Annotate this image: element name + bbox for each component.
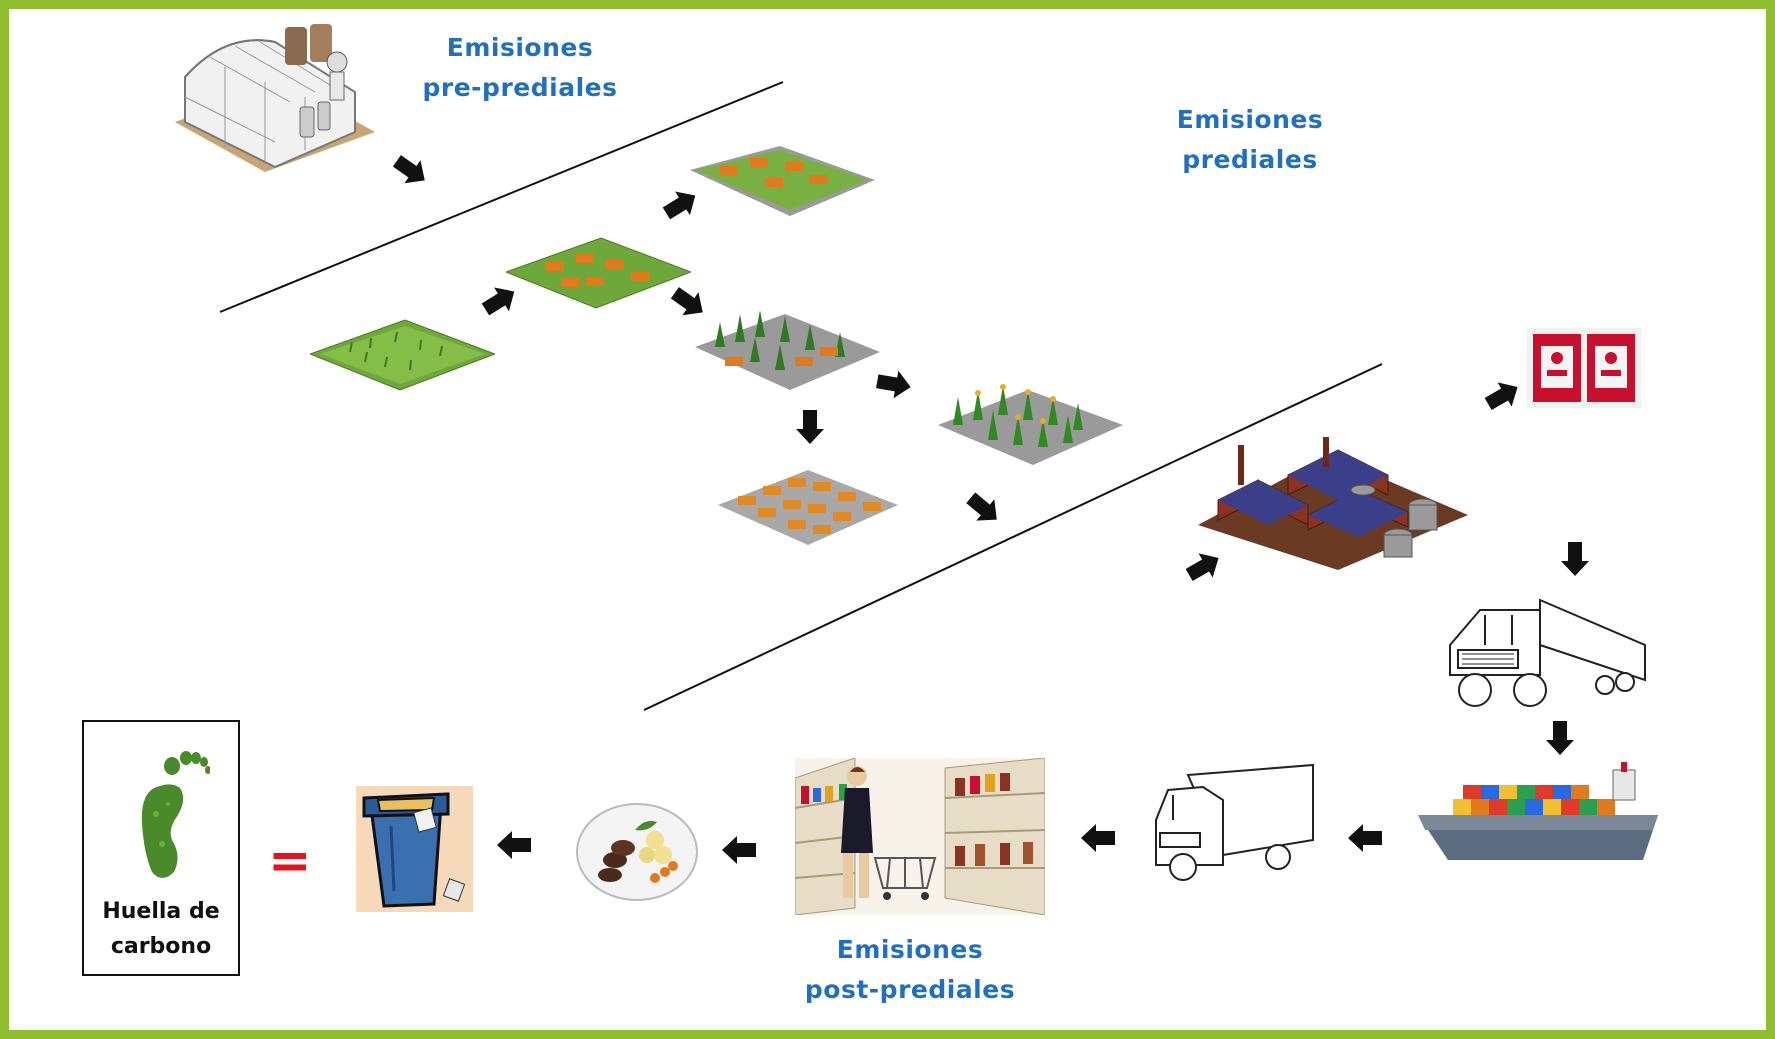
- pre-predial-divider-line: [219, 81, 784, 313]
- predial-label-line1: Emisiones: [1176, 105, 1324, 134]
- post-predial-label-line2: post-prediales: [804, 975, 1016, 1004]
- post-predial-label-line1: Emisiones: [836, 935, 984, 964]
- cattle-corn-field-icon: [695, 310, 880, 390]
- greenhouse-icon: [175, 24, 375, 172]
- arrow-icon: [388, 149, 433, 192]
- carbon-footprint-box: Huella de carbono: [82, 720, 240, 976]
- pre-predial-label-line2: pre-prediales: [422, 73, 618, 102]
- arrow-icon: [1481, 374, 1525, 417]
- arrow-icon: [722, 836, 756, 864]
- grazing-cattle-icon: [506, 237, 691, 309]
- predial-label: Emisiones prediales: [1130, 100, 1370, 180]
- carbon-footprint-label: Huella de carbono: [84, 894, 238, 964]
- arrow-icon: [796, 410, 824, 444]
- carbon-footprint-label-line1: Huella de: [102, 899, 220, 924]
- milk-carton-icon: [1527, 328, 1641, 408]
- carbon-footprint-label-line2: carbono: [110, 934, 212, 959]
- arrow-icon: [1561, 542, 1589, 576]
- post-predial-divider-line: [643, 363, 1383, 711]
- food-plate-icon: [576, 803, 698, 901]
- arrow-icon: [1546, 721, 1574, 755]
- pre-predial-label: Emisiones pre-prediales: [400, 28, 640, 108]
- corn-field-icon: [938, 384, 1123, 465]
- arrow-icon: [961, 486, 1006, 531]
- semi-truck-icon: [1449, 598, 1646, 707]
- cargo-ship-icon: [1418, 762, 1658, 860]
- arrow-icon: [1348, 824, 1382, 852]
- arrow-icon: [1081, 824, 1115, 852]
- post-predial-label: Emisiones post-prediales: [785, 930, 1035, 1010]
- predial-label-line2: prediales: [1182, 145, 1318, 174]
- feedlot-icon: [718, 470, 898, 545]
- supermarket-icon: [795, 758, 1045, 915]
- arrow-icon: [497, 831, 531, 859]
- arrow-icon: [874, 367, 914, 401]
- cattle-pasture-icon: [690, 146, 875, 216]
- equals-sign: =: [268, 831, 312, 891]
- delivery-truck-icon: [1155, 763, 1314, 881]
- factory-icon: [1198, 437, 1468, 570]
- pre-predial-label-line1: Emisiones: [446, 33, 594, 62]
- footprint-icon: [141, 751, 210, 878]
- pasture-field-icon: [310, 319, 495, 391]
- trash-bin-icon: [356, 786, 473, 912]
